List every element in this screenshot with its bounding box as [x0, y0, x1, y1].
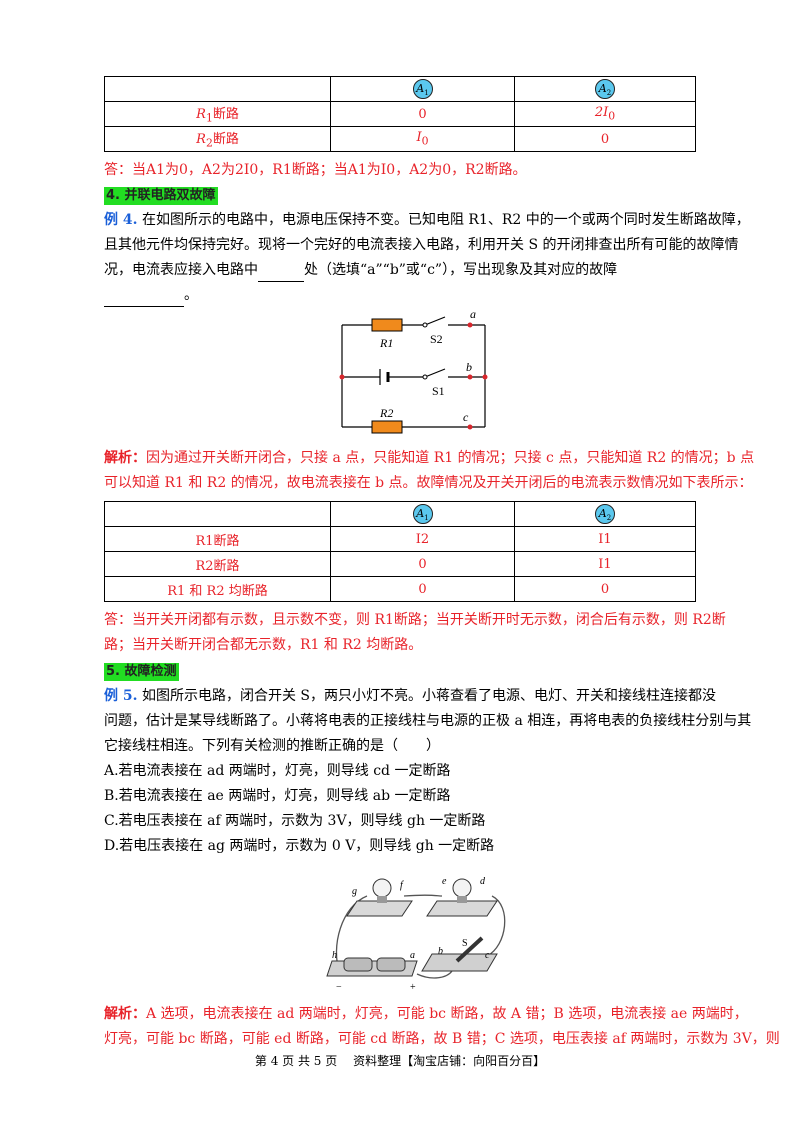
ammeter-a2-icon: A2: [595, 79, 615, 99]
table-cell: R1断路: [104, 526, 331, 552]
answer-1: 答：当A1为0，A2为2I0，R1断路；当A1为I0，A2为0，R2断路。: [104, 162, 527, 178]
option-c: C.若电压表接在 af 两端时，示数为 3V，则导线 gh 一定断路: [104, 813, 486, 829]
label-c: c: [485, 950, 490, 961]
circuit-diagram: a b c R1 R2 S2 S1: [339, 307, 488, 434]
table-cell: I1: [514, 526, 696, 552]
example-5-line-1: 例 5. 如图所示电路，闭合开关 S，两只小灯不亮。小蒋查看了电源、电灯、开关和…: [104, 688, 716, 704]
section-heading-5: 5. 故障检测: [104, 663, 179, 681]
label-s2: S2: [430, 332, 443, 346]
table-cell: 0: [330, 576, 515, 602]
table-row: R1断路 0 2I0: [104, 101, 696, 127]
label-g: g: [352, 886, 357, 897]
ammeter-a2-icon: A2: [595, 504, 615, 524]
label-a: a: [410, 950, 415, 961]
table-cell: I1: [514, 551, 696, 577]
table-cell: 0: [330, 101, 515, 127]
table-row: A1 A2: [104, 76, 696, 102]
table-row: R1断路 I2 I1: [104, 526, 696, 552]
label-d: d: [480, 876, 486, 887]
table-fault-2: A1 A2 R1断路 I2 I1 R2断路 0 I1 R1 和 R2 均断路 0…: [104, 501, 696, 602]
answer-2-line-2: 路；当开关断开闭合都无示数，R1 和 R2 均断路。: [104, 637, 423, 653]
label-b: b: [438, 946, 443, 957]
label-s1: S1: [432, 384, 445, 398]
example-4-line-2: 且其他元件均保持完好。现将一个完好的电流表接入电路，利用开关 S 的开闭排查出所…: [104, 237, 739, 253]
bulb-1-icon: [372, 878, 392, 898]
circuit-photo: g f e d h a b c S − +: [326, 876, 506, 993]
label-r2: R2: [379, 406, 393, 420]
table-cell: I0: [330, 126, 515, 152]
node-b: [467, 374, 473, 380]
table-cell: R2断路: [104, 126, 331, 152]
table-cell: R1断路: [104, 101, 331, 127]
table-cell: A2: [514, 501, 696, 527]
analysis-5-line-2: 灯亮，可能 bc 断路，可能 ed 断路，可能 cd 断路，故 B 错；C 选项…: [104, 1031, 780, 1047]
table-cell: A1: [330, 76, 515, 102]
option-a: A.若电流表接在 ad 两端时，灯亮，则导线 cd 一定断路: [104, 763, 451, 779]
label-s: S: [462, 938, 468, 949]
label-b: b: [466, 360, 472, 374]
ammeter-a1-icon: A1: [412, 504, 433, 524]
example-4-line-3: 况，电流表应接入电路中处（选填“a”“b”或“c”），写出现象及其对应的故障: [104, 258, 704, 282]
table-row: R2断路 I0 0: [104, 126, 696, 152]
resistor-r2: [371, 420, 403, 434]
option-d: D.若电压表接在 ag 两端时，示数为 0 V，则导线 gh 一定断路: [104, 838, 495, 854]
option-b: B.若电流表接在 ae 两端时，灯亮，则导线 ab 一定断路: [104, 788, 451, 804]
resistor-r1: [371, 318, 403, 332]
analysis-5-line-1: 解析：A 选项，电流表接在 ad 两端时，灯亮，可能 bc 断路，故 A 错；B…: [104, 1006, 748, 1022]
table-cell: A2: [514, 76, 696, 102]
label-c: c: [463, 410, 469, 424]
table-cell: R1 和 R2 均断路: [104, 576, 331, 602]
table-cell: A1: [330, 501, 515, 527]
battery-1-icon: [343, 957, 373, 972]
table-cell: 0: [514, 576, 696, 602]
label-e: e: [442, 876, 447, 887]
label-h: h: [332, 950, 337, 961]
table-cell: 2I0: [514, 101, 696, 127]
example-5-line-3: 它接线柱相连。下列有关检测的推断正确的是（ ）: [104, 738, 440, 754]
label-a: a: [470, 307, 476, 321]
table-row: A1 A2: [104, 501, 696, 527]
bulb-2-icon: [452, 878, 472, 898]
table-cell: 0: [514, 126, 696, 152]
example-4-line-1: 例 4. 在如图所示的电路中，电源电压保持不变。已知电阻 R1、R2 中的一个或…: [104, 212, 750, 228]
page-footer: 第 4 页 共 5 页 资料整理【淘宝店铺：向阳百分百】: [254, 1054, 546, 1068]
analysis-4-line-1: 解析：因为通过开关断开闭合，只接 a 点，只能知道 R1 的情况；只接 c 点，…: [104, 450, 755, 466]
table-cell: 0: [330, 551, 515, 577]
answer-2-line-1: 答：当开关开闭都有示数，且示数不变，则 R1断路；当开关断开时无示数，闭合后有示…: [104, 612, 726, 628]
table-row: R1 和 R2 均断路 0 0: [104, 576, 696, 602]
analysis-4-line-2: 可以知道 R1 和 R2 的情况，故电流表接在 b 点。故障情况及开关开闭后的电…: [104, 475, 753, 491]
ammeter-a1-icon: A1: [412, 79, 433, 99]
knife-switch-icon: [455, 936, 484, 963]
label-minus: −: [336, 982, 342, 993]
section-heading-4: 4. 并联电路双故障: [104, 187, 218, 205]
table-fault-1: A1 A2 R1断路 0 2I0 R2断路 I0 0: [104, 76, 696, 152]
table-cell: I2: [330, 526, 515, 552]
label-r1: R1: [379, 336, 393, 350]
table-cell: [104, 76, 331, 102]
table-cell: R2断路: [104, 551, 331, 577]
node-a: [467, 322, 473, 328]
example-5-line-2: 问题，估计是某导线断路了。小蒋将电表的正接线柱与电源的正极 a 相连，再将电表的…: [104, 713, 752, 729]
battery-2-icon: [376, 957, 406, 972]
label-plus: +: [410, 982, 416, 993]
table-row: R2断路 0 I1: [104, 551, 696, 577]
example-4-line-4: 。: [104, 283, 704, 307]
label-f: f: [400, 880, 404, 891]
table-cell: [104, 501, 331, 527]
node-c: [467, 424, 473, 430]
